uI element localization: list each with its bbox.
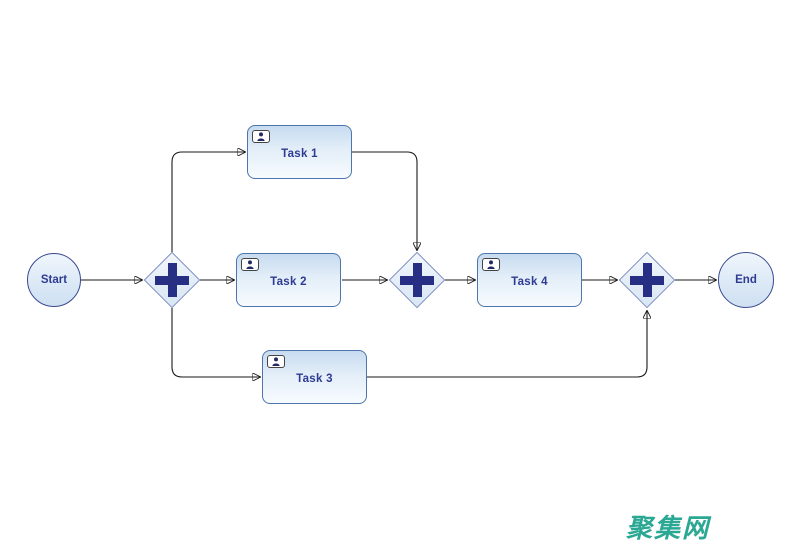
plus-icon	[389, 252, 445, 308]
connector-gateway1-to-task1	[171, 152, 245, 252]
parallel-gateway-split	[143, 251, 201, 309]
task-label: Task 3	[296, 373, 333, 385]
task-label: Task 2	[270, 276, 307, 288]
watermark: 聚集网	[626, 514, 711, 544]
plus-icon	[144, 252, 200, 308]
parallel-gateway-join-2	[618, 251, 676, 309]
parallel-gateway-join-1	[388, 251, 446, 309]
task-label: Task 4	[511, 276, 548, 288]
task-1-box: Task 1	[247, 125, 352, 179]
plus-icon	[619, 252, 675, 308]
task-label: Task 1	[281, 148, 318, 160]
connector-gateway1-to-task3	[171, 308, 260, 377]
connector-task3-to-gateway3	[367, 311, 647, 378]
end-event-label: End	[735, 274, 757, 286]
user-task-icon	[267, 355, 285, 368]
task-2-box: Task 2	[236, 253, 341, 307]
start-event: Start	[27, 253, 81, 307]
user-task-icon	[252, 130, 270, 143]
task-4-box: Task 4	[477, 253, 582, 307]
end-event: End	[718, 252, 774, 308]
user-task-icon	[241, 258, 259, 271]
user-task-icon	[482, 258, 500, 271]
task-3-box: Task 3	[262, 350, 367, 404]
start-event-label: Start	[40, 274, 68, 286]
connector-task1-to-gateway2	[352, 151, 417, 250]
